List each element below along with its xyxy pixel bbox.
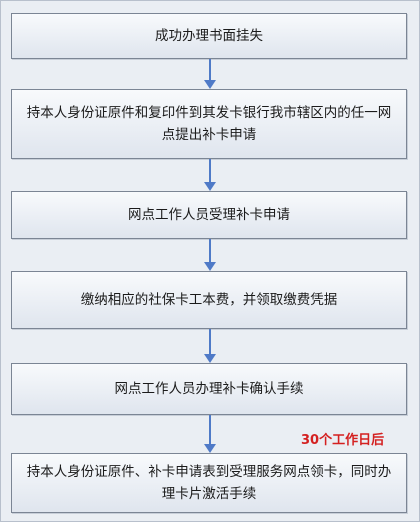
arrow-3 <box>204 239 216 271</box>
arrow-4-head <box>204 354 216 363</box>
step-4-text: 缴纳相应的社保卡工本费，并领取缴费凭据 <box>80 292 338 308</box>
step-1-text: 成功办理书面挂失 <box>155 28 263 44</box>
arrow-1-head <box>204 80 216 89</box>
duration-note: 30个工作日后 <box>301 433 385 448</box>
arrow-5-shaft <box>209 415 211 445</box>
step-box-1: 成功办理书面挂失 <box>11 13 407 59</box>
step-box-2: 持本人身份证原件和复印件到其发卡银行我市辖区内的任一网点提出补卡申请 <box>11 89 407 159</box>
arrow-5 <box>204 415 216 453</box>
arrow-4-shaft <box>209 329 211 355</box>
arrow-3-head <box>204 262 216 271</box>
arrow-3-shaft <box>209 239 211 263</box>
step-2-text: 持本人身份证原件和复印件到其发卡银行我市辖区内的任一网点提出补卡申请 <box>26 105 392 143</box>
arrow-2-shaft <box>209 159 211 183</box>
step-6-text: 持本人身份证原件、补卡申请表到受理服务网点领卡，同时办理卡片激活手续 <box>26 464 392 502</box>
step-box-5: 网点工作人员办理补卡确认手续 <box>11 363 407 415</box>
step-box-6: 持本人身份证原件、补卡申请表到受理服务网点领卡，同时办理卡片激活手续 <box>11 453 407 513</box>
arrow-2-head <box>204 182 216 191</box>
arrow-4 <box>204 329 216 363</box>
arrow-1-shaft <box>209 59 211 81</box>
arrow-2 <box>204 159 216 191</box>
step-box-3: 网点工作人员受理补卡申请 <box>11 191 407 239</box>
step-box-4: 缴纳相应的社保卡工本费，并领取缴费凭据 <box>11 271 407 329</box>
arrow-1 <box>204 59 216 89</box>
step-3-text: 网点工作人员受理补卡申请 <box>128 207 290 223</box>
arrow-5-head <box>204 444 216 453</box>
step-5-text: 网点工作人员办理补卡确认手续 <box>114 381 304 397</box>
